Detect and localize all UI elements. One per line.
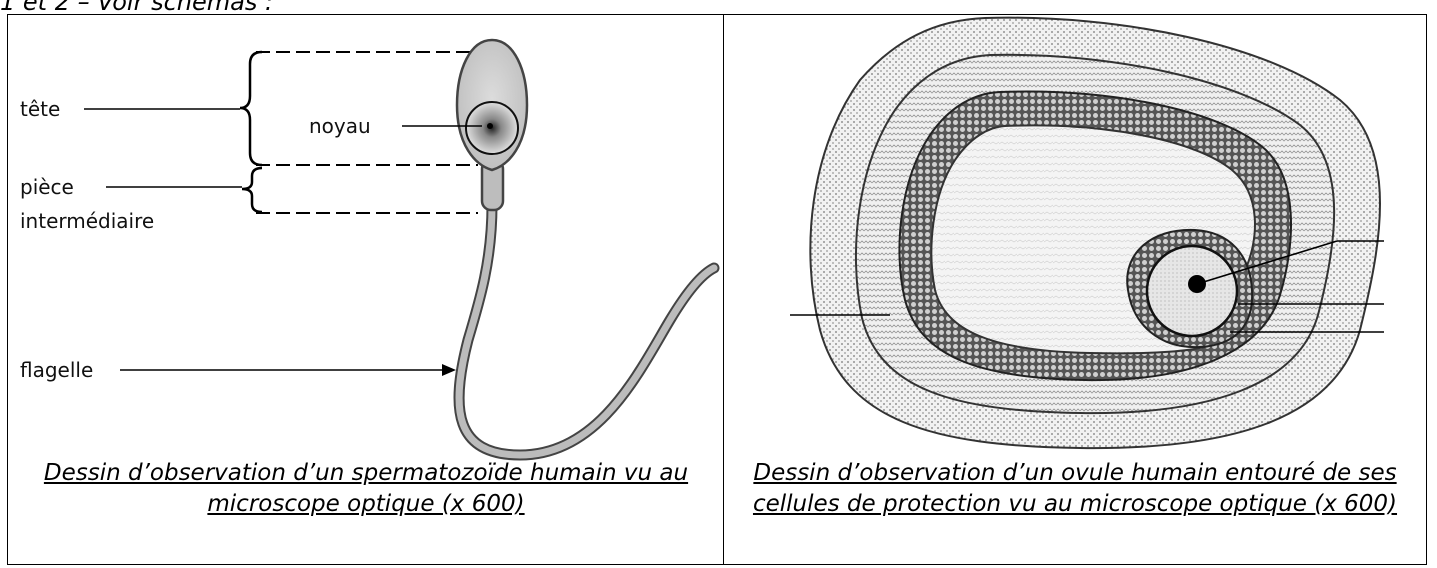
sperm-caption: Dessin d’observation d’un spermatozoïde … [10,458,722,520]
ovum-caption: Dessin d’observation d’un ovule humain e… [735,458,1415,520]
sperm-drawing [84,40,714,455]
label-head: tête [20,98,60,120]
label-nucleus: noyau [309,115,371,137]
ovum-drawing [790,18,1384,448]
label-midpiece-line1: pièce [20,176,74,198]
sperm-pointer-lines [84,109,482,370]
nucleus-pointer-dot [487,123,493,129]
label-midpiece-line2: intermédiaire [20,210,154,232]
flagellum-shape [459,205,714,455]
flagellum-arrowhead [442,364,456,376]
label-flagellum: flagelle [20,359,93,381]
midpiece-brace [242,168,262,212]
head-brace [240,52,262,165]
